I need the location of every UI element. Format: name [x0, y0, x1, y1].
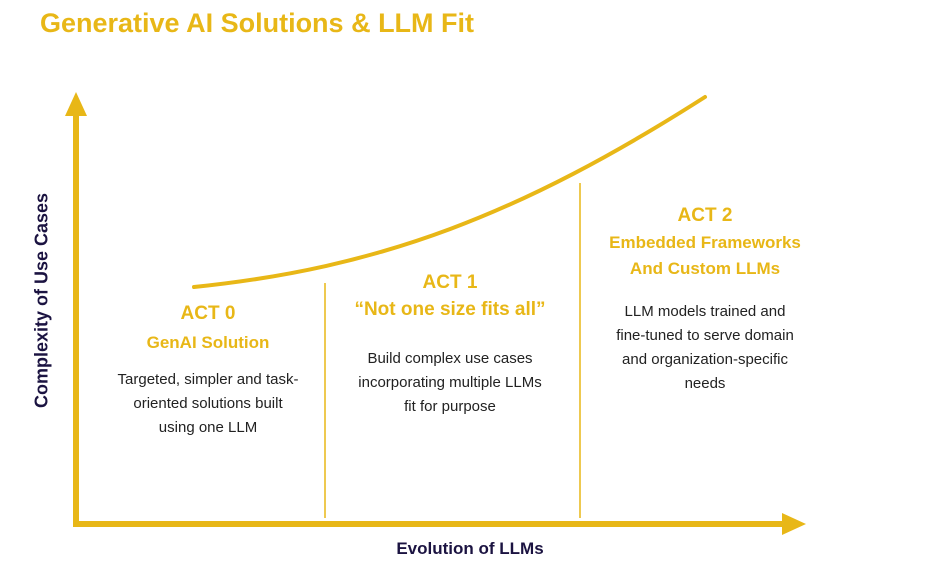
act-1-description-line: fit for purpose — [404, 398, 496, 415]
act-1-subtitle: “Not one size fits all” — [354, 299, 546, 320]
act-0-description-line: using one LLM — [158, 419, 258, 436]
act-2-description-line: LLM models trained and — [624, 303, 786, 320]
x-axis-label: Evolution of LLMs — [396, 539, 544, 558]
act-2-block: ACT 2 Embedded Frameworks And Custom LLM… — [585, 204, 825, 396]
act-2-description-line: fine-tuned to serve domain — [616, 327, 794, 344]
y-axis-label: Complexity of Use Cases — [31, 192, 52, 409]
act-0-block: ACT 0 GenAI Solution Targeted, simpler a… — [88, 302, 328, 440]
act-0-description-line: oriented solutions built — [133, 395, 283, 412]
act-1-block: ACT 1 “Not one size fits all” Build comp… — [330, 271, 570, 419]
act-1-description-line: incorporating multiple LLMs — [358, 374, 542, 391]
act-2-description-line: and organization-specific — [622, 351, 788, 368]
act-1-heading: ACT 1 — [422, 272, 478, 293]
page-title: Generative AI Solutions & LLM Fit — [40, 8, 475, 38]
growth-curve — [192, 95, 707, 289]
act-2-subtitle-line: Embedded Frameworks — [609, 233, 801, 252]
y-axis-arrowhead — [65, 92, 87, 116]
act-1-description-line: Build complex use cases — [367, 350, 533, 367]
act-2-heading: ACT 2 — [677, 205, 733, 226]
act-0-heading: ACT 0 — [180, 303, 236, 324]
act-0-subtitle: GenAI Solution — [146, 333, 270, 352]
act-2-description-line: needs — [684, 375, 726, 392]
x-axis-arrowhead — [782, 513, 806, 535]
act-0-description-line: Targeted, simpler and task- — [117, 371, 299, 388]
act-2-subtitle-line: And Custom LLMs — [629, 259, 781, 278]
